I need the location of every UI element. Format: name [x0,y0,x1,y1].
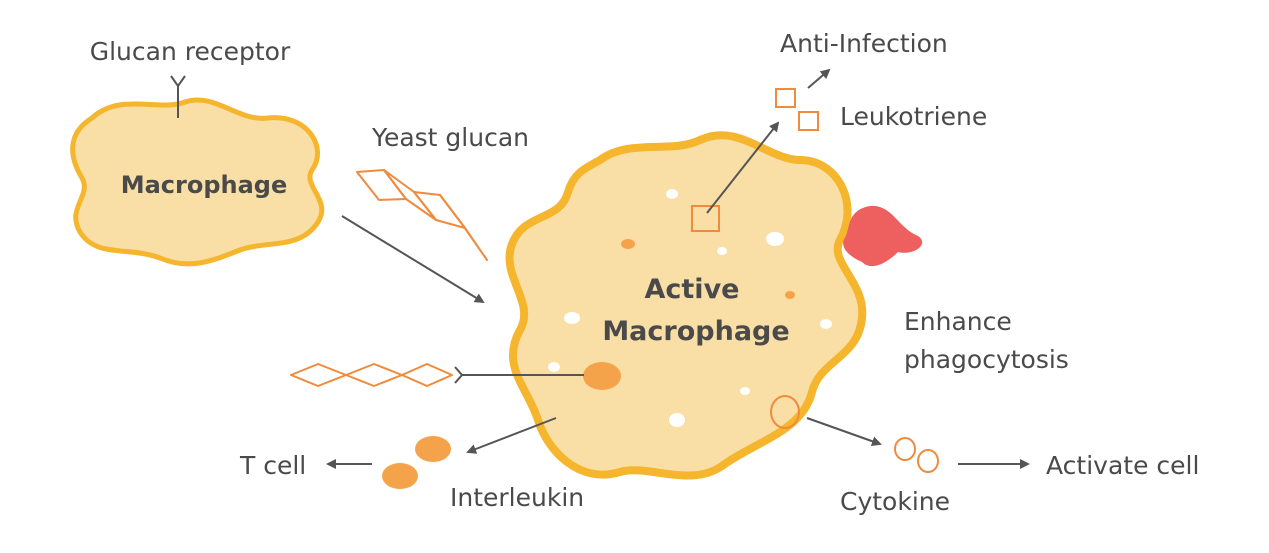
label-anti-infection: Anti-Infection [780,29,948,58]
cytokine-vesicle-out [894,437,916,461]
arrows [326,68,1030,469]
leukotriene-square [775,88,796,108]
macrophage-cell [70,97,325,267]
label-cytokine: Cytokine [840,487,950,516]
bound-glucan-chain [290,363,453,387]
label-interleukin: Interleukin [450,483,584,512]
arrow-macrophage-to-active [341,215,485,304]
label-t-cell: T cell [239,451,306,480]
label-yeast-glucan: Yeast glucan [371,123,529,152]
arrow-leukotriene-out [706,121,780,214]
glucan-receptor-icon [170,75,186,118]
label-enhance-line1: Enhance [904,307,1012,336]
label-glucan-receptor: Glucan receptor [90,37,291,66]
interleukin-granule [382,463,418,489]
arrow-anti-infection [807,68,831,89]
leukotriene-vesicle [691,205,720,232]
bound-glucan-granule [583,362,621,390]
pathogen-shape [843,205,923,267]
receptor-binding-glyph [454,366,464,384]
arrow-interleukin-out [466,417,557,454]
cytokine-vesicle-out [917,449,939,473]
vacuoles [548,189,832,427]
yeast-glucan-chain [356,169,488,261]
arrow-cytokine-out [806,417,882,447]
label-active-line1: Active [645,274,740,305]
label-macrophage: Macrophage [121,171,288,199]
label-activate-cell: Activate cell [1046,451,1199,480]
label-active-line2: Macrophage [602,316,789,347]
label-enhance-line2: phagocytosis [904,345,1069,374]
label-leukotriene: Leukotriene [840,102,987,131]
active-macrophage-cell [505,131,867,480]
leukotriene-square [798,111,819,131]
granules [621,239,795,299]
interleukin-granule [415,436,451,462]
cytokine-vesicle [770,395,800,429]
